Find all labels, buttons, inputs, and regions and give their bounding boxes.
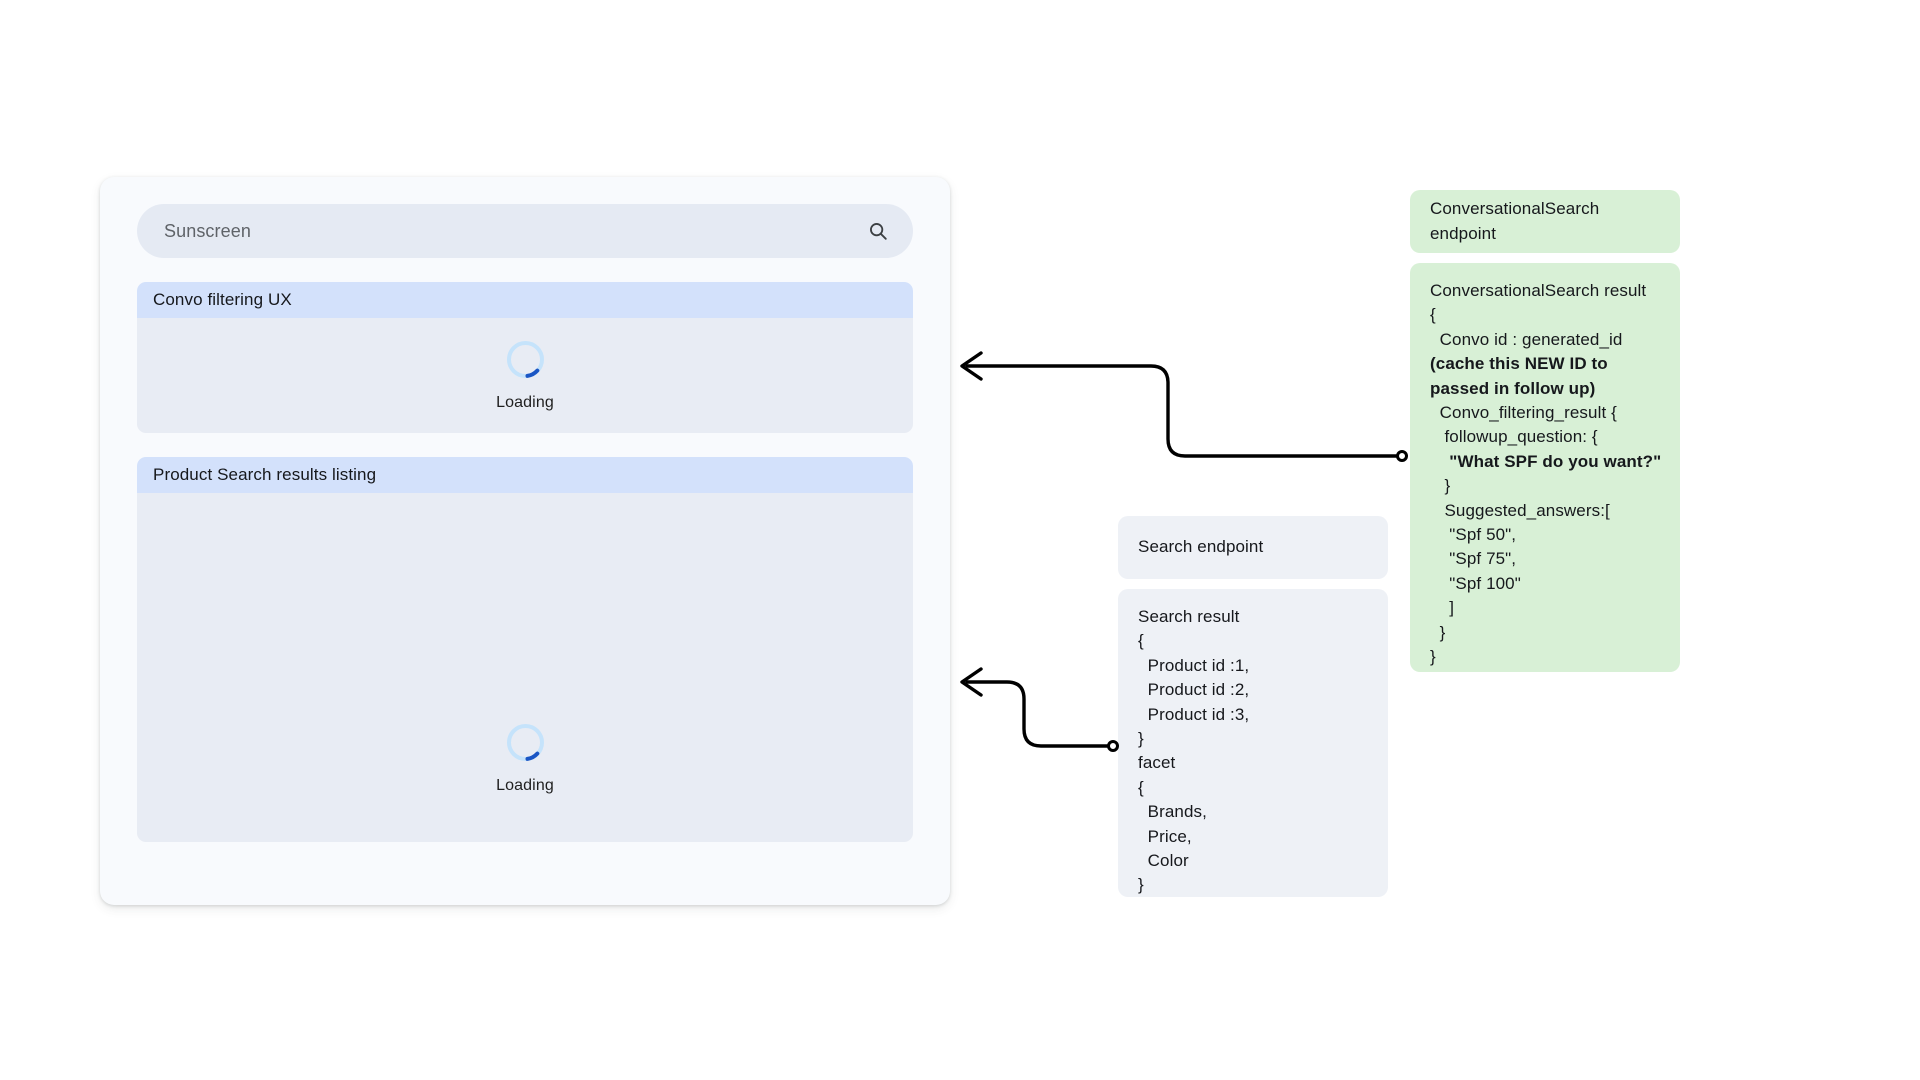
convo-result-line: followup_question: {: [1430, 427, 1598, 447]
conversational-search-endpoint-label: ConversationalSearch endpoint: [1430, 199, 1600, 243]
search-result-line: }: [1138, 875, 1144, 895]
section-product-search-results: Product Search results listing Loading: [137, 457, 913, 842]
section-convo-filtering-ux: Convo filtering UX Loading: [137, 282, 913, 433]
convo-result-line: }: [1430, 476, 1451, 496]
search-endpoint-label: Search endpoint: [1138, 537, 1264, 557]
search-result-line: facet: [1138, 753, 1176, 773]
convo-result-line: "Spf 75",: [1430, 549, 1517, 569]
conversational-search-endpoint-panel: ConversationalSearch endpoint: [1410, 190, 1680, 253]
convo-result-line: "Spf 50",: [1430, 525, 1517, 545]
search-input-value: Sunscreen: [164, 220, 251, 241]
loading-spinner-icon: [505, 339, 546, 380]
search-result-title: Search result: [1138, 607, 1240, 626]
convo-result-line: }: [1430, 647, 1436, 667]
convo-result-followup-question: "What SPF do you want?": [1430, 451, 1662, 471]
app-mock-card: Sunscreen Convo filtering UX Loading: [100, 177, 950, 905]
loading-spinner-icon: [505, 722, 546, 763]
convo-result-line: }: [1430, 622, 1446, 642]
search-result-line: {: [1138, 631, 1144, 651]
search-input[interactable]: Sunscreen: [137, 204, 913, 258]
loading-label: Loading: [496, 394, 554, 411]
search-result-line: Brands,: [1138, 802, 1207, 822]
search-icon[interactable]: [865, 218, 891, 244]
loading-block: Loading: [496, 339, 554, 412]
search-result-line: Product id :2,: [1138, 680, 1250, 700]
loading-label: Loading: [496, 777, 554, 794]
convo-id-prefix: Convo id : generated_id: [1430, 329, 1628, 349]
connector-product-search: [960, 667, 1119, 752]
section-title-convo-filtering-ux: Convo filtering UX: [137, 282, 913, 318]
convo-result-line: {: [1430, 305, 1436, 325]
search-result-line: Product id :1,: [1138, 655, 1250, 675]
section-body-product-search-results: Loading: [137, 493, 913, 842]
section-title-product-search-results: Product Search results listing: [137, 457, 913, 493]
conversational-search-result-panel: ConversationalSearch result { Convo id :…: [1410, 263, 1680, 672]
search-result-line: Product id :3,: [1138, 704, 1250, 724]
search-endpoint-panel: Search endpoint: [1118, 516, 1388, 579]
search-result-panel: Search result { Product id :1, Product i…: [1118, 589, 1388, 897]
connector-convo-filtering: [960, 351, 1408, 462]
loading-block: Loading: [496, 722, 554, 795]
search-result-line: }: [1138, 729, 1144, 749]
search-result-line: Price,: [1138, 826, 1192, 846]
convo-result-convo-id-line: Convo id : generated_id (cache this NEW …: [1430, 328, 1660, 401]
convo-result-line: ]: [1430, 598, 1455, 618]
convo-result-line: "Spf 100": [1430, 573, 1521, 593]
search-result-line: Color: [1138, 851, 1189, 871]
section-body-convo-filtering-ux: Loading: [137, 318, 913, 433]
convo-result-line: Suggested_answers:[: [1430, 500, 1610, 520]
convo-result-line: Convo_filtering_result {: [1430, 403, 1617, 423]
convo-id-note: (cache this NEW ID to passed in follow u…: [1430, 354, 1613, 398]
convo-result-title: ConversationalSearch result: [1430, 281, 1647, 300]
search-result-line: {: [1138, 777, 1144, 797]
